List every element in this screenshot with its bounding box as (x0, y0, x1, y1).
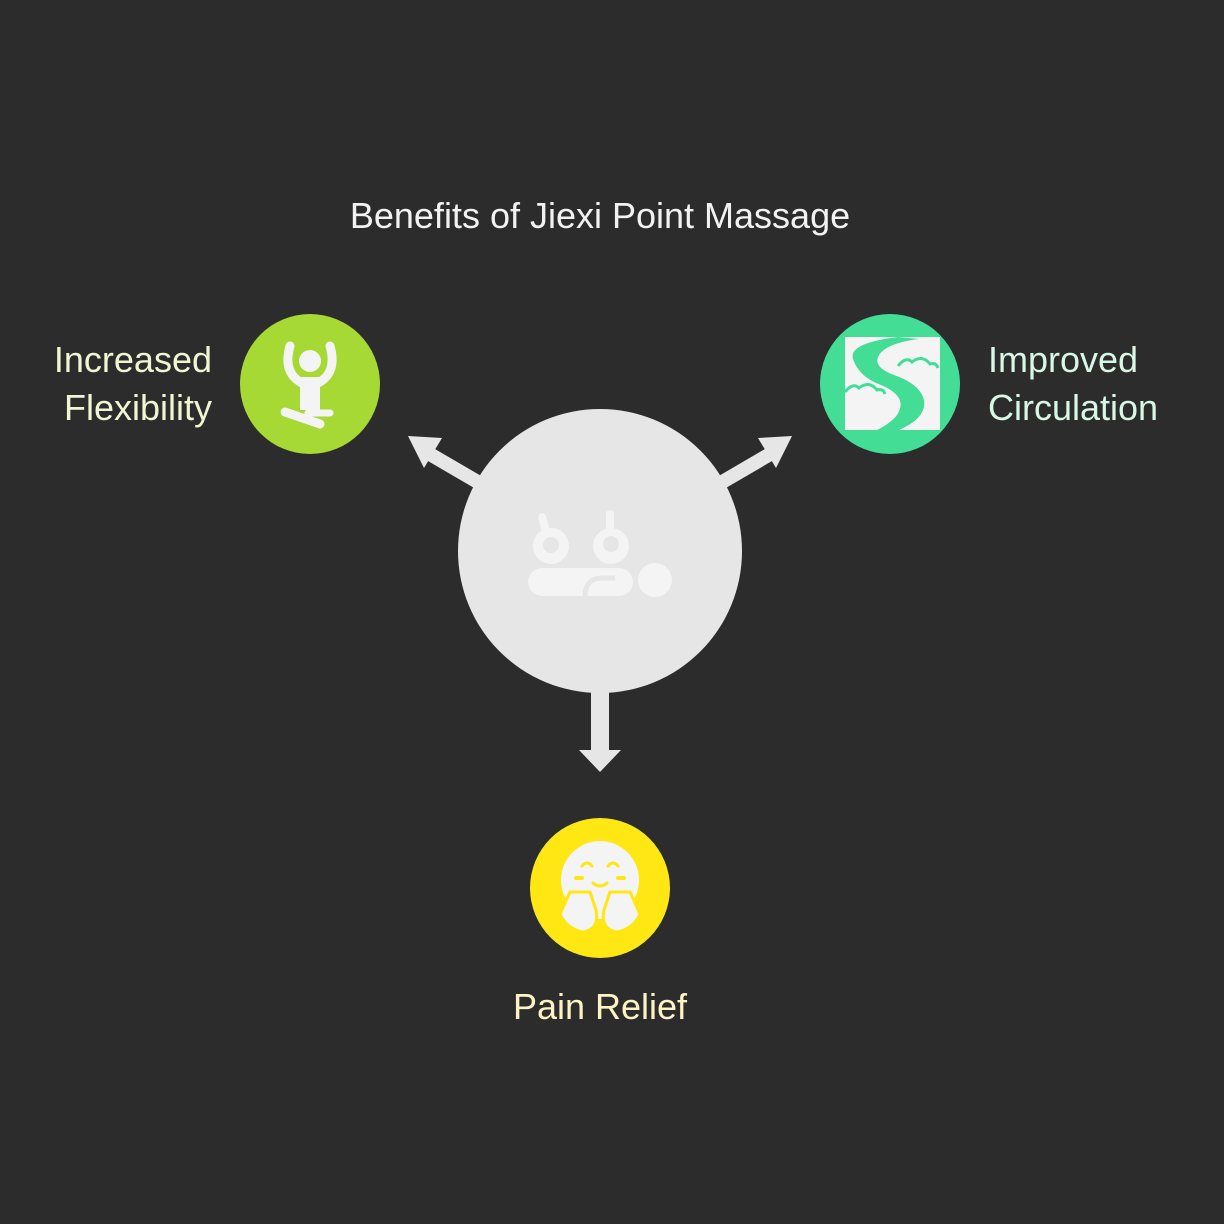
benefit-label-flexibility: Increased Flexibility (54, 336, 212, 432)
benefit-label-circulation: Improved Circulation (988, 336, 1158, 432)
benefit-label-pain-relief: Pain Relief (512, 986, 688, 1027)
label-line: Circulation (988, 387, 1159, 428)
label-line: Increased (53, 339, 212, 380)
yoga-icon (280, 341, 337, 429)
river-icon (843, 337, 940, 430)
arrow-to-pain-relief (579, 680, 621, 772)
label-line: Flexibility (63, 387, 212, 428)
happy-face-icon (558, 841, 642, 934)
label-line: Improved (988, 339, 1139, 380)
diagram-title: Benefits of Jiexi Point Massage (349, 195, 851, 236)
massage-icon (528, 510, 672, 597)
